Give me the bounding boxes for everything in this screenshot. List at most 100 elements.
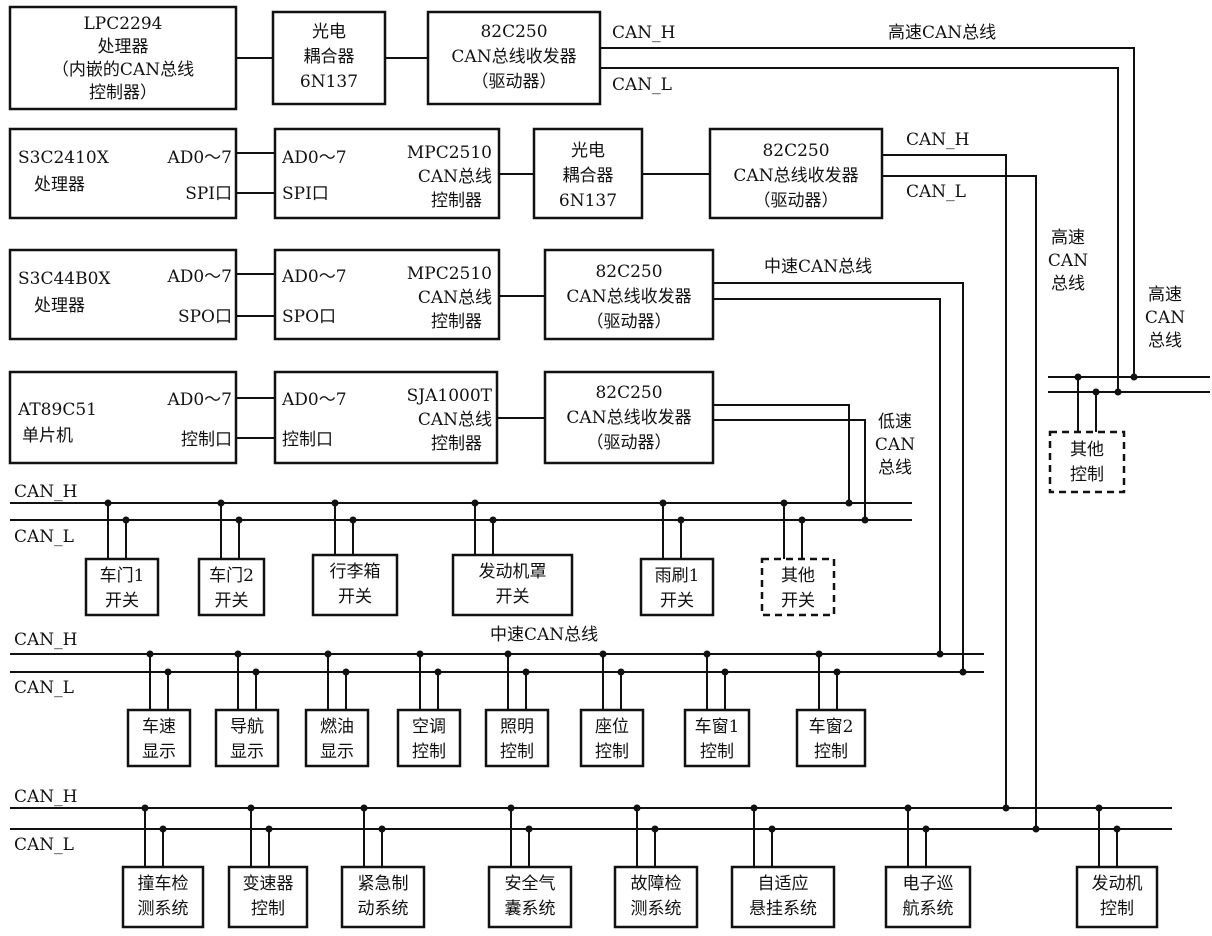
node-rect — [227, 865, 309, 929]
node-rect — [197, 557, 266, 617]
node-rect — [84, 557, 160, 617]
node-label: 控制 — [1100, 899, 1134, 919]
node-label: 发动机罩 — [479, 562, 547, 582]
junction-dot — [1095, 804, 1103, 812]
mpc2510-controller-b-box: AD0～7 SPO口 MPC2510 CAN总线 控制器 — [273, 248, 501, 341]
node-rect — [795, 708, 867, 768]
mid-speed-bus-label: 中速CAN总线 — [490, 625, 598, 645]
junction-dot — [904, 804, 912, 812]
mid-bus-can-l-label: CAN_L — [14, 678, 74, 698]
svg-text:（驱动器）: （驱动器） — [754, 191, 839, 211]
transceiver-2-box: 82C250 CAN总线收发器 （驱动器） — [708, 127, 884, 220]
trx1-can-h-label: CAN_H — [612, 23, 675, 43]
junction-dot — [247, 804, 255, 812]
node-label: 车门1 — [100, 566, 145, 586]
node-label: 开关 — [660, 591, 694, 611]
svg-text:低速: 低速 — [878, 412, 912, 432]
node-rect — [760, 557, 836, 617]
lpc2294-processor-box: LPC2294 处理器 （内嵌的CAN总线 控制器） — [8, 5, 238, 111]
svg-text:控制器: 控制器 — [431, 312, 482, 332]
svg-text:总线: 总线 — [1051, 274, 1085, 294]
node-label: 显示 — [320, 742, 354, 762]
high-speed-bus-label-vertical-1: 高速 CAN 总线 — [1048, 228, 1088, 294]
node-rect — [214, 708, 280, 768]
high-speed-bus: CAN_H CAN_L — [10, 787, 1172, 855]
svg-text:高速: 高速 — [1148, 285, 1182, 305]
junction-dot — [122, 516, 130, 524]
svg-text:CAN总线收发器: CAN总线收发器 — [566, 287, 691, 307]
node-label: 悬挂系统 — [749, 899, 817, 919]
junction-dot — [659, 499, 667, 507]
transceiver-1-box: 82C250 CAN总线收发器 （驱动器） — [426, 10, 602, 106]
node-rect — [121, 865, 205, 929]
at89c51-mcu-box: AT89C51 单片机 AD0～7 控制口 — [8, 370, 238, 465]
node-label: 变速器 — [243, 874, 294, 894]
junction-dot — [235, 516, 243, 524]
sja1000-controller-box: AD0～7 控制口 SJA1000T CAN总线 控制器 — [273, 370, 499, 465]
node-label: 座位 — [595, 717, 629, 737]
node-label: 车窗2 — [809, 717, 854, 737]
node-rect — [884, 865, 972, 929]
svg-text:AT89C51: AT89C51 — [17, 400, 97, 420]
node-label: 航系统 — [903, 899, 954, 919]
node-label: 车速 — [142, 717, 176, 737]
node-rect — [484, 708, 550, 768]
node-label: 行李箱 — [330, 562, 381, 582]
junction-dot — [798, 516, 806, 524]
node-label: 燃油 — [320, 717, 354, 737]
other-control-box: 其他 控制 — [1048, 430, 1126, 494]
box-text-line: 控制器） — [89, 83, 157, 103]
svg-text:MPC2510: MPC2510 — [407, 264, 492, 284]
node-rect — [613, 865, 699, 929]
svg-text:S3C44B0X: S3C44B0X — [18, 269, 111, 289]
svg-text:控制器: 控制器 — [431, 191, 482, 211]
svg-text:控制器: 控制器 — [431, 434, 482, 454]
box-text-line: 处理器 — [98, 37, 149, 57]
svg-text:SPI口: SPI口 — [185, 184, 232, 204]
high-speed-bus-label-top: 高速CAN总线 — [888, 23, 996, 43]
svg-text:82C250: 82C250 — [480, 22, 547, 42]
junction-dot — [146, 650, 154, 658]
node-label: 开关 — [781, 591, 815, 611]
junction-dot — [1114, 388, 1122, 396]
svg-text:6N137: 6N137 — [559, 191, 617, 211]
junction-dot — [599, 650, 607, 658]
svg-text:AD0～7: AD0～7 — [281, 390, 347, 410]
mid-speed-bus-label-top: 中速CAN总线 — [764, 257, 872, 277]
node-rect — [683, 708, 751, 768]
svg-text:82C250: 82C250 — [762, 141, 829, 161]
node-label: 动系统 — [358, 899, 409, 919]
junction-dot — [471, 499, 479, 507]
node-label: 开关 — [215, 591, 249, 611]
node-rect — [340, 865, 426, 929]
junction-dot — [416, 650, 424, 658]
low-speed-bus: CAN_H CAN_L — [10, 482, 912, 547]
node-label: 导航 — [230, 717, 264, 737]
svg-text:耦合器: 耦合器 — [563, 166, 614, 186]
junction-dot — [159, 825, 167, 833]
node-rect — [304, 708, 370, 768]
junction-dot — [349, 516, 357, 524]
high-bus-can-l-label: CAN_L — [14, 835, 74, 855]
svg-text:其他: 其他 — [1070, 440, 1104, 460]
junction-dot — [234, 650, 242, 658]
s3c2410x-processor-box: S3C2410X 处理器 AD0～7 SPI口 — [8, 127, 238, 220]
svg-text:MPC2510: MPC2510 — [407, 143, 492, 163]
node-label: 控制 — [595, 742, 629, 762]
node-label: 囊系统 — [505, 899, 556, 919]
node-rect — [451, 553, 574, 617]
junction-dot — [1002, 804, 1010, 812]
junction-dot — [617, 668, 625, 676]
node-label: 照明 — [500, 717, 534, 737]
junction-dot — [324, 650, 332, 658]
svg-text:CAN: CAN — [1048, 251, 1088, 271]
